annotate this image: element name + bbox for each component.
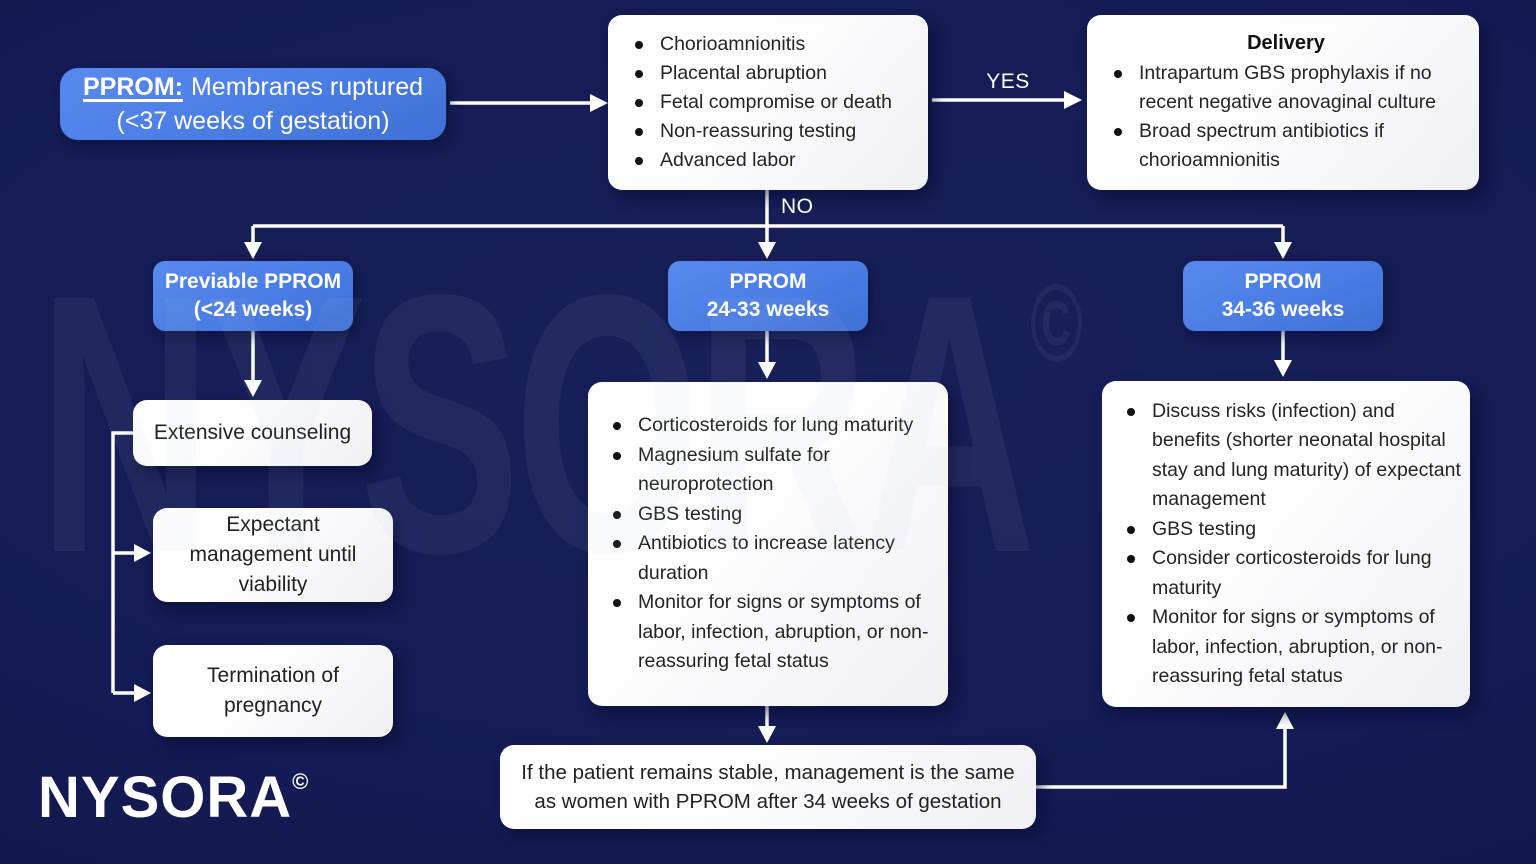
delivery-item: Intrapartum GBS prophylaxis if no recent… xyxy=(1103,59,1469,117)
management-34-36-list: Discuss risks (infection) and benefits (… xyxy=(1116,397,1464,692)
management-24-33-item: GBS testing xyxy=(602,500,940,530)
pprom-definition-line2: (<37 weeks of gestation) xyxy=(116,107,390,135)
arrowhead xyxy=(134,684,151,702)
pprom-term: PPROM: xyxy=(82,73,183,101)
branch-previable-line1: Previable PPROM xyxy=(164,270,342,293)
criteria-item: Chorioamnionitis xyxy=(624,30,918,59)
criteria-item: Non-reassuring testing xyxy=(624,117,918,146)
delivery-list: Intrapartum GBS prophylaxis if no recent… xyxy=(1103,59,1469,175)
branch-34-36-line1: PPROM xyxy=(1244,270,1322,293)
management-34-36-item: Discuss risks (infection) and benefits (… xyxy=(1116,397,1464,515)
management-24-33-item: Corticosteroids for lung maturity xyxy=(602,411,940,441)
arrowhead xyxy=(1064,91,1082,109)
nysora-logo-text: NYSORA xyxy=(38,765,293,830)
arrowhead xyxy=(758,242,776,259)
connector-stable-to-34-36 xyxy=(1036,727,1287,789)
arrowhead xyxy=(244,242,262,259)
termination-of-pregnancy-label: Termination of pregnancy xyxy=(207,664,339,717)
management-34-36-box: Discuss risks (infection) and benefits (… xyxy=(1102,381,1470,707)
management-24-33-item: Magnesium sulfate for neuroprotection xyxy=(602,441,940,500)
expectant-management-box: Expectant management until viability xyxy=(153,508,393,602)
branch-24-33-line2: 24-33 weeks xyxy=(706,298,830,321)
branch-24-33-line1: PPROM xyxy=(729,270,807,293)
arrowhead xyxy=(1274,242,1292,259)
branch-previable-line2: (<24 weeks) xyxy=(193,298,313,321)
branch-34-36-line2: 34-36 weeks xyxy=(1221,298,1345,321)
arrowhead xyxy=(134,544,151,562)
arrowhead xyxy=(1276,712,1294,729)
delivery-title: Delivery xyxy=(1247,32,1325,54)
management-34-36-item: GBS testing xyxy=(1116,515,1464,545)
delivery-box: Delivery Intrapartum GBS prophylaxis if … xyxy=(1087,15,1479,190)
criteria-item: Placental abruption xyxy=(624,59,918,88)
no-label: NO xyxy=(781,195,814,218)
expectant-management-label: Expectant management until viability xyxy=(189,513,357,596)
stable-note-text: If the patient remains stable, managemen… xyxy=(521,761,1015,813)
branch-pprom-34-36-weeks: PPROM 34-36 weeks xyxy=(1183,261,1383,331)
nysora-logo: NYSORA© xyxy=(38,764,308,831)
delivery-item: Broad spectrum antibiotics if chorioamni… xyxy=(1103,117,1469,175)
pprom-term-text: Membranes ruptured xyxy=(190,73,424,101)
management-24-33-box: Corticosteroids for lung maturity Magnes… xyxy=(588,382,948,706)
arrowhead xyxy=(1274,360,1292,377)
arrowhead xyxy=(758,726,776,743)
branch-pprom-24-33-weeks: PPROM 24-33 weeks xyxy=(668,261,868,331)
management-34-36-item: Monitor for signs or symptoms of labor, … xyxy=(1116,603,1464,692)
management-34-36-item: Consider corticosteroids for lung maturi… xyxy=(1116,544,1464,603)
termination-of-pregnancy-box: Termination of pregnancy xyxy=(153,645,393,737)
management-24-33-list: Corticosteroids for lung maturity Magnes… xyxy=(602,411,940,677)
bracket-previable-options xyxy=(111,431,135,693)
criteria-item: Advanced labor xyxy=(624,146,918,175)
criteria-item: Fetal compromise or death xyxy=(624,88,918,117)
pprom-definition-box: PPROM:Membranes ruptured (<37 weeks of g… xyxy=(60,68,446,140)
management-24-33-item: Monitor for signs or symptoms of labor, … xyxy=(602,588,940,677)
delivery-criteria-list: Chorioamnionitis Placental abruption Fet… xyxy=(624,30,918,175)
extensive-counseling-label: Extensive counseling xyxy=(153,421,352,444)
arrowhead xyxy=(590,94,608,112)
yes-label: YES xyxy=(986,70,1030,93)
arrowhead xyxy=(758,362,776,379)
branch-previable-pprom: Previable PPROM (<24 weeks) xyxy=(153,261,353,331)
arrowhead xyxy=(244,380,262,397)
management-24-33-item: Antibiotics to increase latency duration xyxy=(602,529,940,588)
stable-note-box: If the patient remains stable, managemen… xyxy=(500,745,1036,829)
logo-copyright-symbol: © xyxy=(292,769,309,794)
extensive-counseling-box: Extensive counseling xyxy=(133,400,372,466)
delivery-criteria-box: Chorioamnionitis Placental abruption Fet… xyxy=(608,15,928,190)
pprom-definition-line1: PPROM:Membranes ruptured xyxy=(83,70,423,104)
